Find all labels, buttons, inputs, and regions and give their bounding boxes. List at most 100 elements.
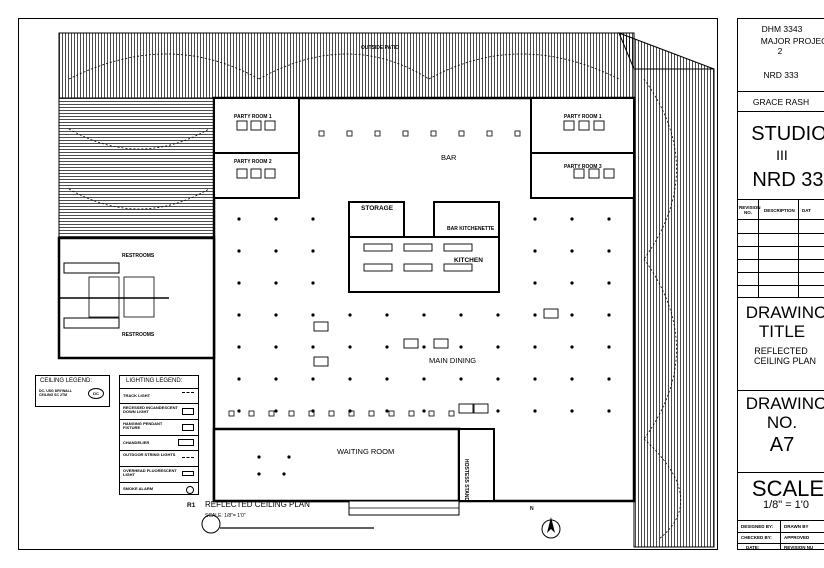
waiting-downlight [287,455,291,459]
dining-chandelier [403,338,419,349]
recessed-downlight [311,377,315,381]
fluorescent-light [363,243,393,252]
chandelier-fixture [578,120,590,131]
tb-project-line1: MAJOR PROJEC [760,36,824,46]
recessed-downlight [607,409,611,413]
recessed-downlight [459,377,463,381]
recessed-square [268,410,275,417]
recessed-downlight [385,313,389,317]
tb-designed-by: DESIGNED BY: [741,524,774,529]
tb-drawing-title-label1: DRAWINC [745,303,824,322]
tb-drawing-no: A7 [769,434,795,456]
party-room-1b-label: PARTY ROOM 1 [564,114,602,120]
dining-chandelier [543,308,559,319]
tb-rev-desc: DESCRIPTION [764,208,795,213]
fluorescent-light [363,263,393,272]
recessed-downlight [237,377,241,381]
legend-chandelier: CHANDELIER [120,435,198,450]
pendant-fixture [402,130,409,137]
tb-date: DATE: [746,545,760,550]
recessed-downlight [607,377,611,381]
waiting-room [212,427,461,503]
recessed-square [288,410,295,417]
tb-scale-cell: SCALE 1/8" = 1'0 [738,473,824,521]
recessed-downlight [607,217,611,221]
pendant-fixture [514,130,521,137]
recessed-downlight [570,313,574,317]
chandelier-fixture [588,168,600,179]
recessed-downlight [607,249,611,253]
recessed-square [408,410,415,417]
recessed-downlight [570,409,574,413]
bar-kitchenette [433,201,500,238]
tb-drawing-no-label1: DRAWINC [745,394,824,413]
party-room-3-label: PARTY ROOM 3 [564,164,602,170]
recessed-downlight [459,345,463,349]
recessed-downlight [496,377,500,381]
tb-studio-cell: STUDIO III NRD 33 [738,112,824,200]
recessed-downlight [311,313,315,317]
recessed-downlight [422,345,426,349]
recessed-downlight [385,377,389,381]
chandelier-fixture [593,120,605,131]
recessed-downlight [274,217,278,221]
outdoor-string-lights [68,53,682,540]
chandelier-fixture [250,168,262,179]
recessed-downlight [311,249,315,253]
tb-student-cell: GRACE RASH [738,92,824,112]
tb-revision: REVISION NU [784,545,814,550]
reflected-ceiling-plan [57,32,715,548]
main-dining-label: MAIN DINING [429,356,477,365]
recessed-downlight [422,313,426,317]
party-room-2-label: PARTY ROOM 2 [234,159,272,165]
tb-course2: NRD 333 [763,70,799,80]
recessed-downlight [570,249,574,253]
recessed-downlight [533,281,537,285]
legend-pendant: HANGING PENDANT FIXTURE [120,419,198,435]
recessed-downlight [237,281,241,285]
plan-scale: SCALE: 1/8"= 1'0" [205,513,246,519]
chandelier-fixture [236,120,248,131]
floor-plan-frame: OUTSIDE PATIO PARTY ROOM 1 PARTY ROOM 2 … [18,18,718,550]
recessed-downlight [274,249,278,253]
recessed-downlight [274,377,278,381]
party-room-1a-label: PARTY ROOM 1 [234,114,272,120]
legend-recessed-light: RECESSED INCANDESCENT DOWN LIGHT [120,403,198,419]
recessed-downlight [533,345,537,349]
tb-revision-header: REVISION NO. DESCRIPTION DAT [738,200,824,220]
kitchen-label: KITCHEN [454,257,483,264]
chandelier-fixture [603,168,615,179]
fluorescent-light [403,263,433,272]
tb-nrd: NRD 33 [752,169,824,191]
chandelier-fixture [250,120,262,131]
recessed-downlight [533,409,537,413]
recessed-downlight [348,313,352,317]
title-block: DHM 3343 MAJOR PROJEC 2 NRD 333 GRACE RA… [737,18,824,550]
recessed-downlight [533,217,537,221]
legend-smoke-alarm: SMOKE ALARM [120,482,198,496]
chandelier-fixture [236,168,248,179]
pendant-fixture [346,130,353,137]
tb-drawing-no-label2: NO. [766,413,798,432]
lighting-legend-title: LIGHTING LEGEND: [126,378,183,384]
pendant-fixture [486,130,493,137]
bar-label: BAR [441,153,457,162]
patio-top-hatch [58,32,635,99]
ceiling-legend: CEILING LEGEND: DC- USG DRYWALL CEILING … [35,375,110,407]
tb-date-row: DATE: REVISION NU [738,543,824,550]
plan-number-bubble [201,514,221,534]
light-fixtures [228,120,615,476]
legend-track-light: TRACK LIGHT [120,388,198,403]
waiting-room-label: WAITING ROOM [337,447,395,456]
patio-right-hatch [633,68,715,548]
patio-left-hatch [58,97,215,239]
tb-drawing-title-cell: DRAWINC TITLE REFLECTED CEILING PLAN [738,298,824,391]
tb-drawing-title2: CEILING PLAN [753,356,817,366]
restrooms-bottom-label: RESTROOMS [122,332,155,338]
tb-student: GRACE RASH [752,97,810,107]
chandelier-fixture [264,168,276,179]
pendant-fixture [430,130,437,137]
recessed-square [308,410,315,417]
recessed-downlight [311,345,315,349]
recessed-downlight [422,377,426,381]
